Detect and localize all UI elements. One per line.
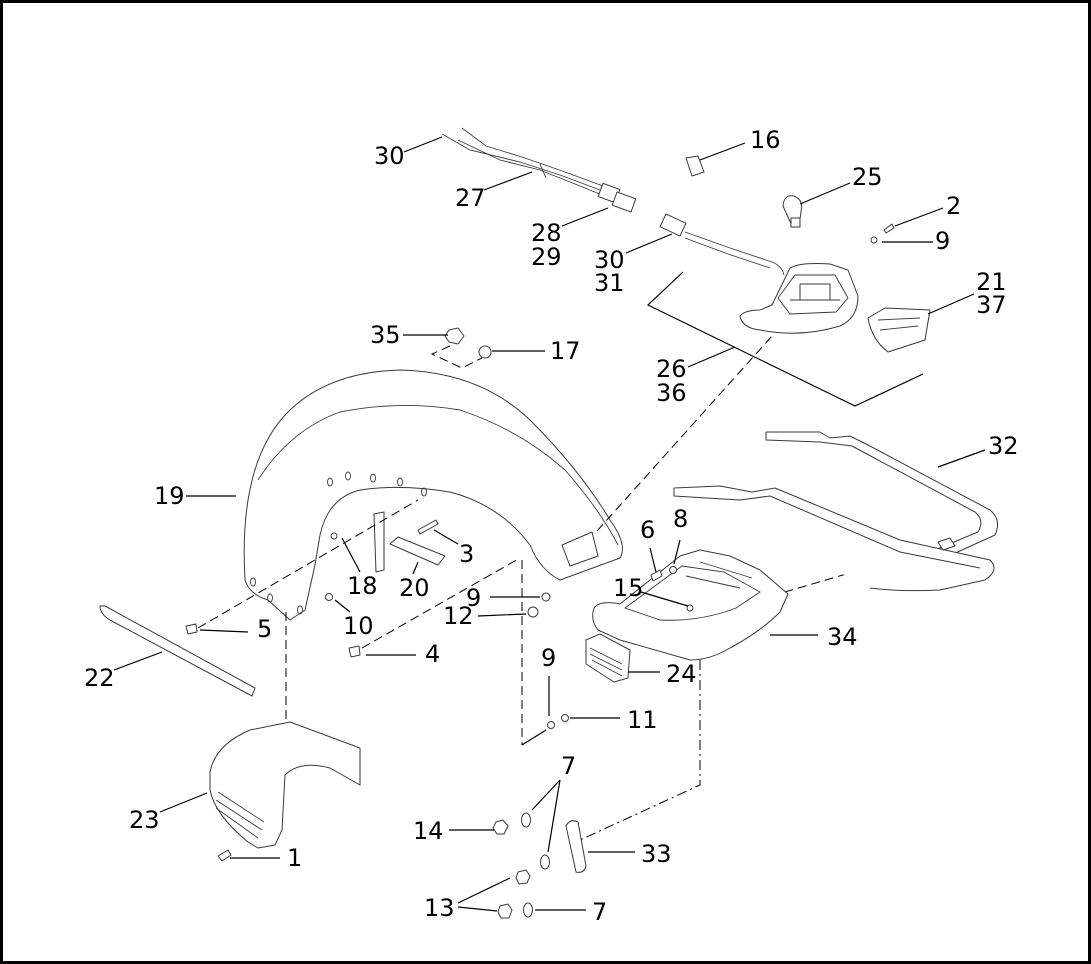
lower-bracket-23 — [209, 721, 361, 849]
callout-8: 8 — [673, 505, 688, 533]
callout-5: 5 — [257, 615, 272, 643]
callout-33: 33 — [641, 840, 672, 868]
screw-15-part — [686, 604, 694, 612]
callout-12: 12 — [443, 602, 474, 630]
link-33-part — [565, 820, 587, 873]
callout-9b: 9 — [466, 584, 481, 612]
rear-fender — [243, 369, 623, 621]
washer-7a-part — [521, 812, 531, 828]
callout-25: 25 — [852, 163, 883, 191]
callout-30a: 30 — [374, 142, 405, 170]
callout-27: 27 — [455, 184, 486, 212]
assembly-dash-lines — [197, 335, 861, 841]
callout-4: 4 — [425, 640, 440, 668]
nut-13b-part — [497, 903, 513, 919]
tail-lamp-connector — [659, 213, 785, 276]
wiring-harness — [441, 127, 637, 213]
callout-29: 29 — [531, 243, 562, 271]
washer-7b-part — [540, 854, 550, 870]
grommet-17-part — [478, 345, 492, 359]
callout-14: 14 — [413, 817, 444, 845]
callout-9a: 9 — [935, 227, 950, 255]
washer-18-part — [330, 532, 338, 540]
callout-24: 24 — [666, 660, 697, 688]
screw-6-part — [650, 569, 663, 582]
callout-15: 15 — [613, 574, 644, 602]
callout-37: 37 — [976, 291, 1007, 319]
nut-14-part — [492, 819, 509, 835]
dash-join — [521, 729, 547, 746]
washer-9c-part — [547, 721, 555, 729]
washer-8-part — [669, 566, 677, 574]
callout-20: 20 — [399, 574, 430, 602]
bulb-part — [782, 195, 803, 228]
washer-9b-part — [541, 592, 551, 602]
assembly-bracket-line — [646, 271, 924, 407]
callout-22: 22 — [84, 664, 115, 692]
callout-32: 32 — [988, 432, 1019, 460]
washer-part-top — [870, 236, 878, 244]
callout-13: 13 — [424, 894, 455, 922]
plate-20-part — [389, 536, 446, 566]
nut-11-part — [561, 714, 569, 722]
screw-5-part — [185, 623, 198, 635]
callout-9c: 9 — [541, 644, 556, 672]
callout-36: 36 — [656, 379, 687, 407]
callout-16: 16 — [750, 126, 781, 154]
callout-10: 10 — [343, 612, 374, 640]
callout-18: 18 — [347, 572, 378, 600]
callout-34: 34 — [827, 623, 858, 651]
callout-7b: 7 — [592, 898, 607, 926]
nut-35-part — [444, 327, 465, 345]
callout-31: 31 — [594, 269, 625, 297]
callout-6: 6 — [640, 516, 655, 544]
tail-lamp-lens — [867, 307, 931, 353]
screw-4-part — [348, 645, 361, 658]
bolt-3-part — [417, 519, 439, 535]
callout-3: 3 — [459, 540, 474, 568]
nut-13a-part — [515, 869, 531, 885]
callout-23: 23 — [129, 806, 160, 834]
screw-part-top — [883, 223, 895, 234]
clip-part — [685, 155, 705, 177]
callout-28: 28 — [531, 219, 562, 247]
callout-2: 2 — [946, 192, 961, 220]
callout-30b: 30 — [594, 246, 625, 274]
callout-35: 35 — [370, 321, 401, 349]
grommet-dash — [430, 345, 483, 369]
leader-lines — [113, 136, 986, 912]
callout-19: 19 — [154, 482, 185, 510]
callout-17: 17 — [550, 337, 581, 365]
callout-26: 26 — [656, 355, 687, 383]
screw-1-part — [217, 849, 232, 862]
callout-7a: 7 — [561, 752, 576, 780]
luggage-rack-32 — [673, 431, 999, 592]
washer-7c-part — [523, 902, 533, 918]
callout-1: 1 — [287, 844, 302, 872]
callout-11: 11 — [627, 706, 658, 734]
callout-21: 21 — [976, 268, 1007, 296]
reflector-24 — [585, 633, 631, 683]
nut-10-part — [325, 593, 333, 601]
trim-strip-22 — [99, 605, 256, 697]
nut-12-part — [527, 606, 539, 618]
bracket-18-part — [373, 511, 385, 573]
tail-lamp-housing — [739, 263, 859, 334]
callout-labels: 30 27 28 29 16 25 2 9 30 31 21 37 35 17 … — [84, 126, 1019, 926]
